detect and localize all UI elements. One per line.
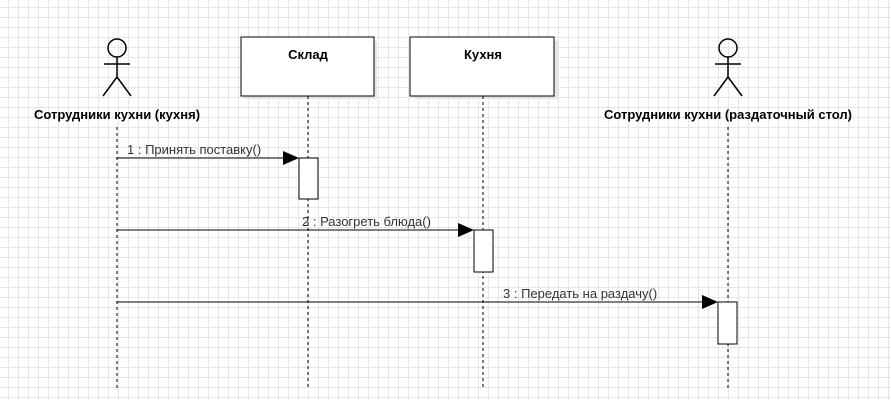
object-box — [240, 36, 375, 97]
arrowhead-icon — [283, 151, 299, 165]
stick-figure-icon — [102, 38, 132, 97]
message-2[interactable]: 2 : Разогреть блюда() — [117, 214, 474, 237]
object-warehouse[interactable]: Склад — [240, 36, 377, 99]
actor-name: Сотрудники кухни (кухня) — [34, 107, 200, 122]
stick-figure-icon — [713, 38, 743, 97]
message-label: 2 : Разогреть блюда() — [302, 214, 431, 229]
activation-bar[interactable] — [717, 301, 738, 345]
activation-bar[interactable] — [473, 229, 494, 273]
message-label: 1 : Принять поставку() — [127, 142, 261, 157]
activation-bar[interactable] — [298, 157, 319, 200]
message-1[interactable]: 1 : Принять поставку() — [117, 142, 299, 165]
object-name: Кухня — [464, 47, 502, 62]
actor-name: Сотрудники кухни (раздаточный стол) — [604, 107, 852, 122]
object-box — [409, 36, 555, 97]
object-kitchen[interactable]: Кухня — [409, 36, 558, 99]
message-3[interactable]: 3 : Передать на раздачу() — [117, 286, 718, 309]
object-name: Склад — [288, 47, 329, 62]
message-label: 3 : Передать на раздачу() — [503, 286, 657, 301]
actor-serving-staff[interactable]: Сотрудники кухни (раздаточный стол) — [604, 38, 852, 122]
actor-kitchen-staff[interactable]: Сотрудники кухни (кухня) — [34, 38, 200, 122]
arrowhead-icon — [458, 223, 474, 237]
arrowhead-icon — [702, 295, 718, 309]
